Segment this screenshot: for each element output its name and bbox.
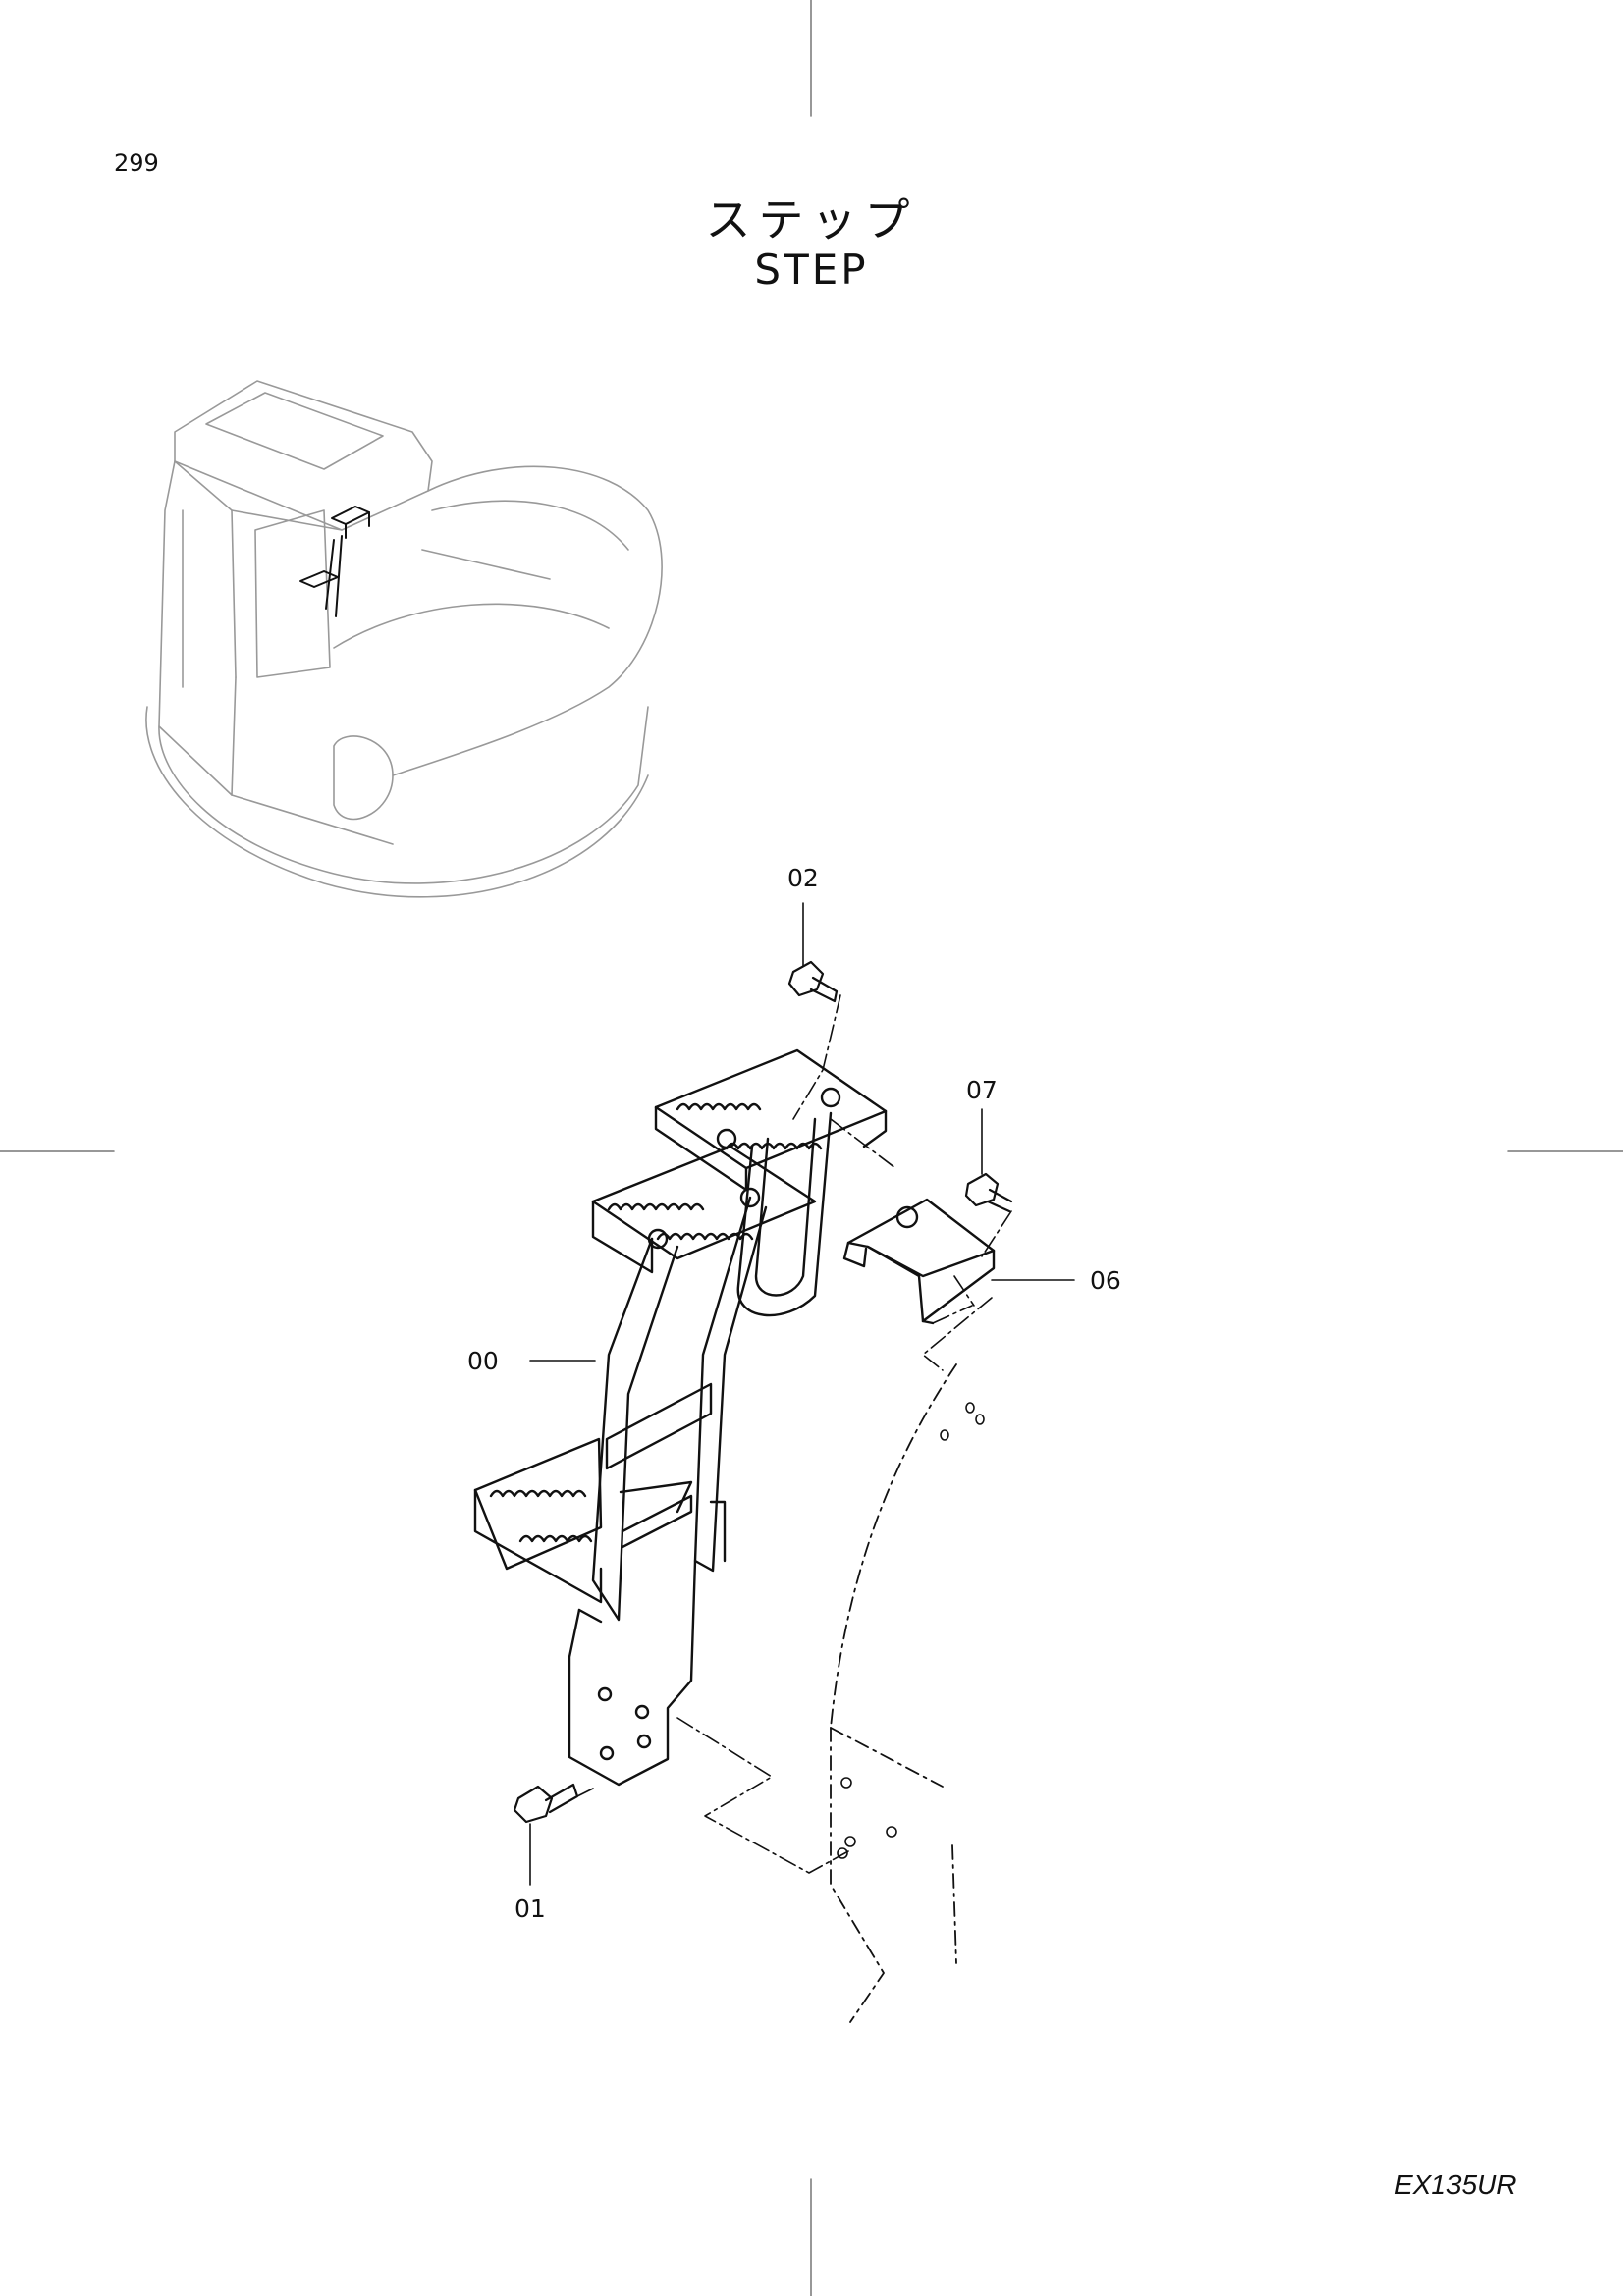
page-title-english: STEP: [754, 245, 869, 294]
upper-rear-tread: [654, 1048, 888, 1192]
mounting-plate: [568, 1559, 697, 1787]
callout-07: 07: [966, 1076, 998, 1104]
step-assembly: [473, 1048, 996, 1787]
callout-00: 00: [467, 1347, 499, 1375]
model-label: EX135UR: [1394, 2169, 1517, 2200]
callout-06: 06: [1090, 1266, 1121, 1295]
callout-01: 01: [514, 1895, 546, 1923]
page-title-japanese: ステップ: [705, 193, 918, 246]
bolt-part-01: [513, 1783, 579, 1824]
page-number: 299: [114, 149, 159, 177]
bracket-part-06: [842, 1198, 996, 1325]
machine-overview-illustration: [145, 380, 663, 898]
machine-body-holes: [837, 1402, 985, 1859]
callout-02: 02: [787, 864, 819, 892]
left-rail: [591, 1237, 679, 1622]
right-rail: [693, 1196, 768, 1573]
upper-front-tread: [591, 1145, 817, 1274]
assembly-lines: [576, 994, 1012, 1874]
leader-lines: [529, 902, 1075, 1886]
machine-body-outline: [830, 1363, 957, 2023]
bolt-part-07: [964, 1172, 1013, 1213]
bolt-part-02: [787, 960, 839, 1003]
lower-tread: [473, 1437, 693, 1604]
